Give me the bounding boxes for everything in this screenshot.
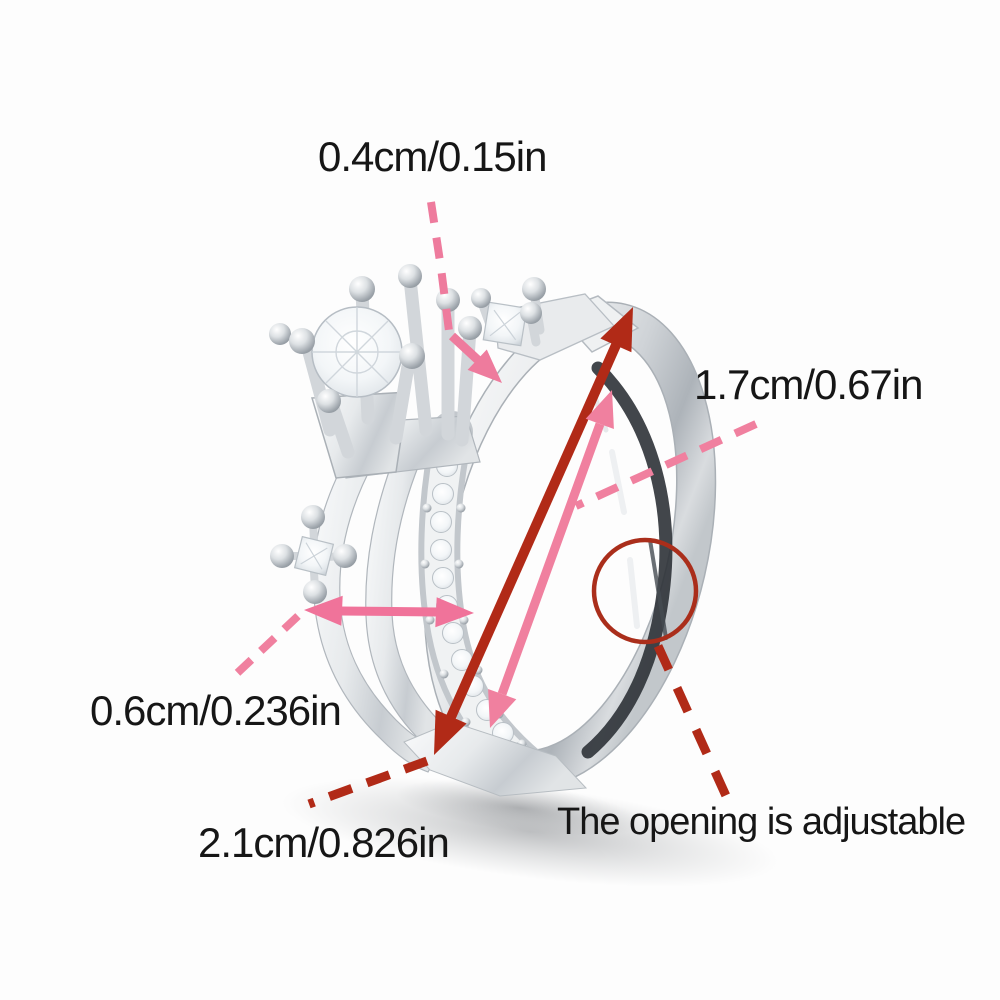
front-band <box>312 411 588 797</box>
measurement-label-top: 0.4cm/0.15in <box>318 133 547 180</box>
ring-shadow <box>281 777 779 887</box>
leader-band-width <box>229 613 301 681</box>
leader-opening-note <box>653 644 732 800</box>
pave-strip <box>418 411 551 791</box>
small-stone-left-setting <box>270 505 357 604</box>
arrow-band-width <box>304 595 474 628</box>
measurement-label-inner-diameter: 1.7cm/0.67in <box>694 361 923 408</box>
measurement-label-outer-diameter: 2.1cm/0.826in <box>198 819 450 866</box>
opening-seam <box>648 538 668 640</box>
small-stone-top-setting <box>471 277 616 361</box>
opening-highlight-circle <box>591 537 699 645</box>
leader-outer-diameter <box>307 756 429 809</box>
leader-inner-diameter <box>574 420 758 510</box>
band-inner-shadow <box>581 361 673 759</box>
arrow-outer-diameter <box>434 307 633 755</box>
measurement-label-band-width: 0.6cm/0.236in <box>90 687 342 734</box>
large-stone-setting <box>269 264 482 479</box>
arrow-inner-diameter <box>488 390 614 728</box>
arrow-top-measurement <box>427 201 502 383</box>
opening-note-label: The opening is adjustable <box>557 801 966 843</box>
